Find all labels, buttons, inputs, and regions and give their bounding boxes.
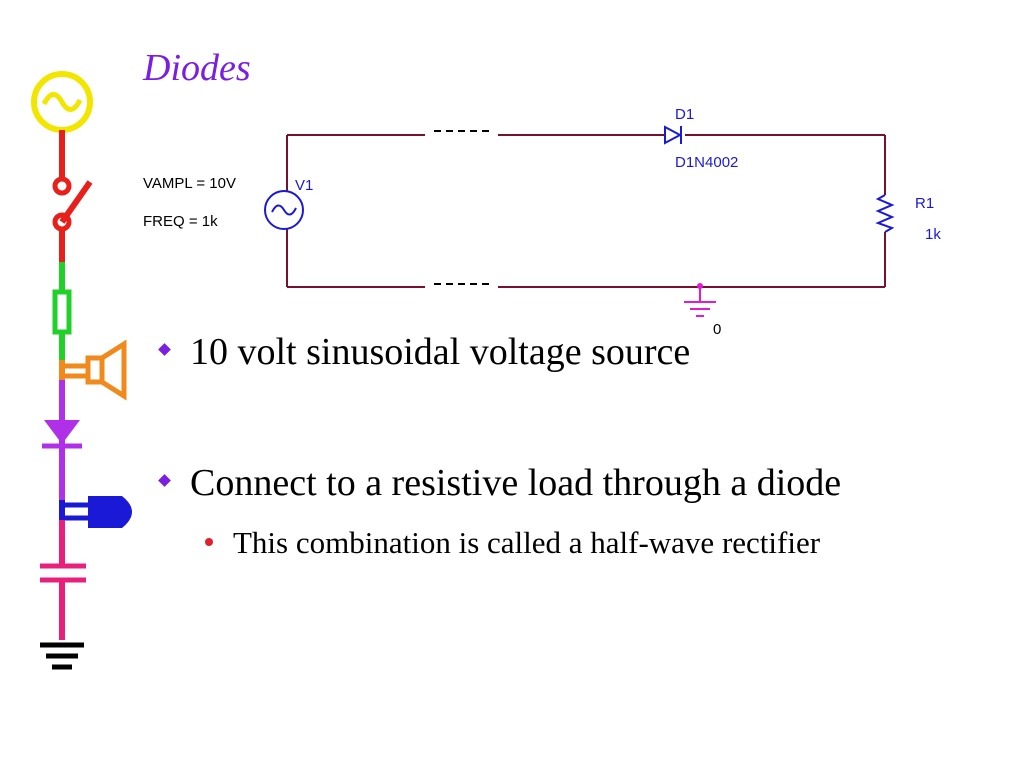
- source-name-label: V1: [295, 177, 314, 194]
- bullet-text: Connect to a resistive load through a di…: [190, 462, 842, 504]
- diode-model-label: D1N4002: [675, 154, 739, 171]
- sub-bullet-text: This combination is called a half-wave r…: [233, 525, 821, 560]
- source-frequency-label: FREQ = 1k: [143, 213, 218, 230]
- ground-node-label: 0: [713, 321, 722, 338]
- source-amplitude-label: VAMPL = 10V: [143, 175, 236, 192]
- bullet-text: 10 volt sinusoidal voltage source: [190, 331, 691, 373]
- diode-symbol: [664, 125, 683, 145]
- speaker-icon: [59, 339, 127, 401]
- decorative-component-rail: [31, 71, 132, 670]
- dot-bullet-icon: [205, 538, 213, 546]
- resistor-symbol: [875, 194, 895, 233]
- wire-break-dashes: [434, 130, 490, 285]
- ground-icon: [40, 642, 84, 670]
- circuit-wires: [286, 134, 886, 288]
- diode-name-label: D1: [675, 106, 695, 123]
- switch-icon: [52, 130, 93, 262]
- ground-symbol: [684, 283, 716, 317]
- slide-title: Diodes: [143, 47, 251, 89]
- capacitor-icon: [40, 520, 86, 640]
- diamond-bullet-icon: [158, 474, 171, 487]
- circuit-schematic: [264, 125, 895, 317]
- resistor-value-label: 1k: [925, 226, 941, 243]
- fuse-icon: [52, 262, 72, 360]
- resistor-name-label: R1: [915, 195, 935, 212]
- voltage-source-symbol: [264, 190, 304, 230]
- diode-icon: [42, 380, 82, 500]
- lamp-icon: [59, 496, 132, 528]
